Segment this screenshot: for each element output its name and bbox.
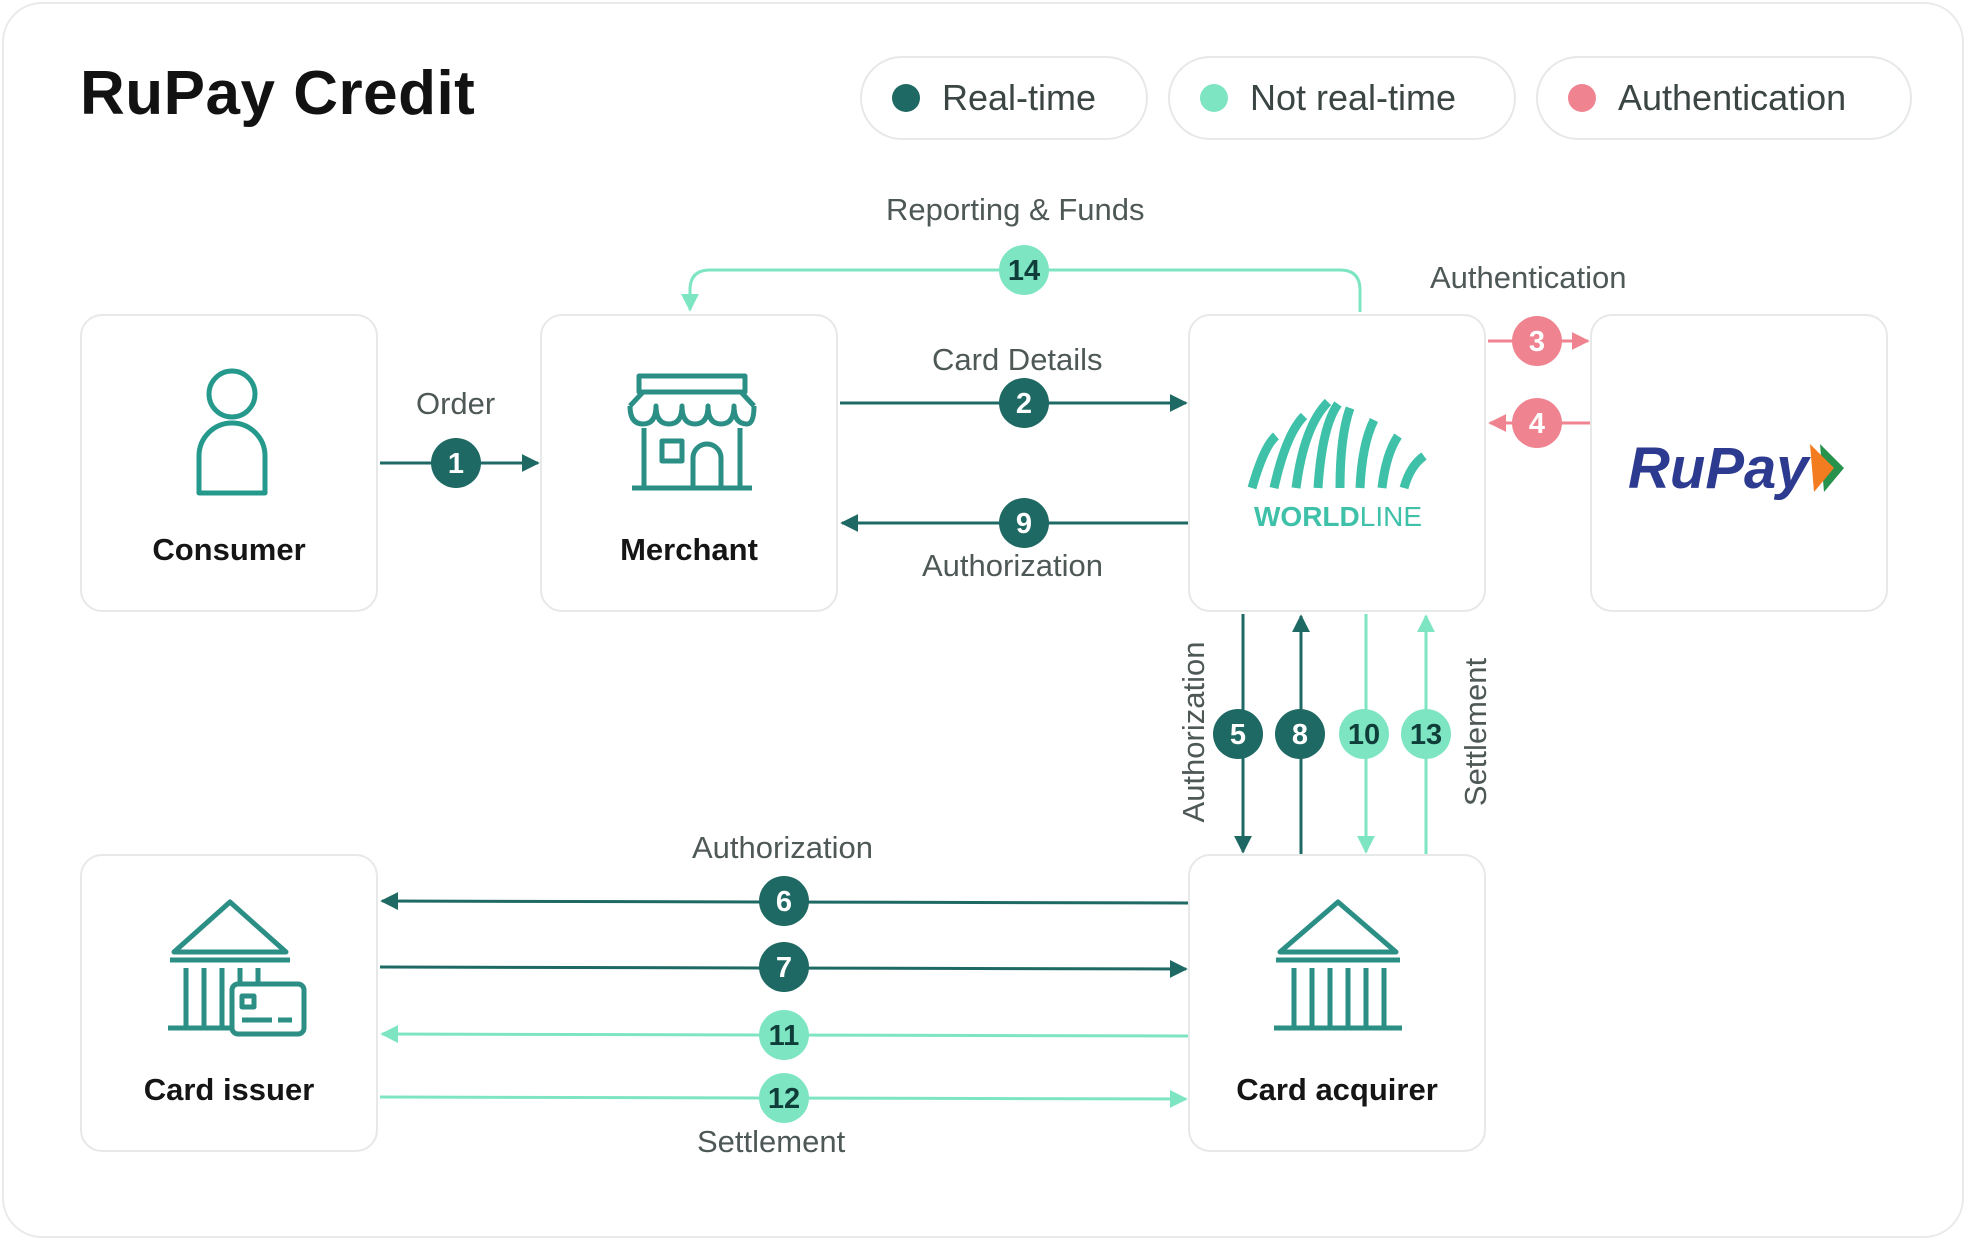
step-badge-number: 10	[1348, 719, 1380, 751]
step-badge-circle	[759, 1073, 809, 1123]
step-badge-number: 4	[1529, 408, 1545, 440]
step-badge-number: 11	[769, 1020, 800, 1052]
page-title: RuPay Credit	[80, 59, 476, 128]
step-badge-6: 6	[759, 876, 809, 926]
card-acquirer-label: Card acquirer	[1236, 1072, 1438, 1107]
step-badge-8: 8	[1275, 709, 1325, 759]
step-badge-1: 1	[431, 438, 481, 488]
step-badge-circle	[1339, 709, 1389, 759]
step-badge-11: 11	[759, 1010, 809, 1060]
card-issuer-node: Card issuer	[80, 854, 378, 1152]
legend-dot-not-realtime	[1200, 84, 1228, 112]
label-authorization-merchant: Authorization	[922, 548, 1103, 583]
step-badge-circle	[999, 378, 1049, 428]
step-badge-number: 8	[1292, 719, 1308, 751]
step-badge-14: 14	[999, 245, 1049, 295]
step-badge-9: 9	[999, 498, 1049, 548]
label-card-details: Card Details	[932, 342, 1103, 377]
legend-item-realtime: Real-time	[860, 56, 1148, 140]
step-badge-circle	[1275, 709, 1325, 759]
step-badge-number: 6	[776, 886, 792, 918]
worldline-logo-bold: WORLD	[1254, 501, 1360, 532]
worldline-node: WORLDLINE	[1188, 314, 1486, 612]
label-settlement-bottom: Settlement	[697, 1124, 846, 1159]
step-badge-13: 13	[1401, 709, 1451, 759]
step-badge-circle	[999, 498, 1049, 548]
step-badge-circle	[759, 942, 809, 992]
storefront-icon	[627, 373, 757, 491]
step-badge-12: 12	[759, 1073, 809, 1123]
step-badge-10: 10	[1339, 709, 1389, 759]
legend-dot-authentication	[1568, 84, 1596, 112]
merchant-label: Merchant	[620, 532, 758, 567]
rupay-logo: RuPay	[1628, 436, 1844, 501]
step-badge-number: 12	[768, 1083, 800, 1115]
consumer-node: Consumer	[80, 314, 378, 612]
step-badge-circle	[759, 876, 809, 926]
step-badge-number: 1	[448, 448, 464, 480]
legend-label: Authentication	[1618, 77, 1847, 118]
label-authorization-bottom: Authorization	[692, 830, 873, 865]
step-badge-circle	[1213, 709, 1263, 759]
step-badge-5: 5	[1213, 709, 1263, 759]
step-badge-number: 2	[1016, 388, 1032, 420]
step-badge-number: 5	[1230, 719, 1246, 751]
person-icon	[196, 368, 268, 496]
worldline-logo-light: LINE	[1360, 501, 1422, 532]
step-badge-number: 7	[776, 952, 792, 984]
card-acquirer-node: Card acquirer	[1188, 854, 1486, 1152]
label-order: Order	[416, 386, 496, 421]
step-badge-circle	[1512, 316, 1562, 366]
step-badge-number: 3	[1529, 326, 1545, 358]
step-badge-2: 2	[999, 378, 1049, 428]
label-reporting-funds: Reporting & Funds	[886, 192, 1145, 227]
legend-label: Not real-time	[1250, 77, 1457, 118]
step-badge-number: 13	[1410, 719, 1442, 751]
step-badge-circle	[1401, 709, 1451, 759]
svg-text:WORLDLINE: WORLDLINE	[1254, 501, 1422, 532]
step-badge-circle	[431, 438, 481, 488]
rupay-logo-text: RuPay	[1628, 436, 1811, 501]
step-badge-3: 3	[1512, 316, 1562, 366]
step-badge-4: 4	[1512, 398, 1562, 448]
step-badge-circle	[1512, 398, 1562, 448]
legend-dot-realtime	[892, 84, 920, 112]
merchant-node: Merchant	[540, 314, 838, 612]
worldline-logo: WORLDLINE	[1247, 398, 1427, 532]
legend-label: Real-time	[942, 77, 1097, 118]
legend-item-authentication: Authentication	[1536, 56, 1912, 140]
bank-card-icon	[168, 899, 307, 1037]
label-settlement-vertical: Settlement	[1458, 657, 1493, 807]
bank-icon	[1274, 899, 1402, 1031]
step-badge-circle	[759, 1010, 809, 1060]
label-authorization-vertical: Authorization	[1176, 641, 1211, 823]
rupay-node: RuPay	[1590, 314, 1888, 612]
consumer-label: Consumer	[152, 532, 306, 567]
label-authentication: Authentication	[1430, 260, 1627, 295]
legend-item-not-realtime: Not real-time	[1168, 56, 1516, 140]
step-badge-7: 7	[759, 942, 809, 992]
card-issuer-label: Card issuer	[143, 1072, 315, 1107]
step-badge-number: 9	[1016, 508, 1032, 540]
step-badge-circle	[999, 245, 1049, 295]
step-badge-number: 14	[1008, 255, 1040, 287]
